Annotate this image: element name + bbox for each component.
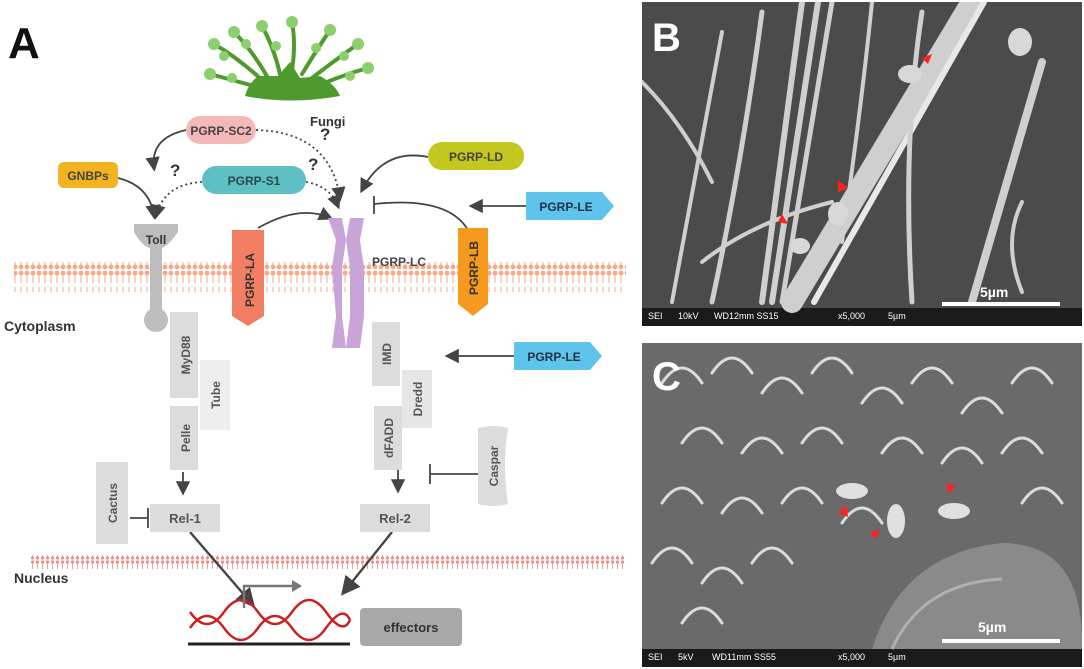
toll-receptor — [134, 224, 178, 332]
rel1-label: Rel-1 — [169, 511, 201, 526]
sem-b-working-distance: WD12mm SS15 — [714, 311, 779, 321]
sem-b-magnification: x5,000 — [838, 311, 866, 321]
pgrp-le-mid-label: PGRP-LE — [527, 350, 580, 364]
nuclear-membrane — [30, 555, 626, 569]
pgrp-lb-label: PGRP-LB — [467, 241, 481, 295]
pgrp-lc-label: PGRP-LC — [372, 255, 426, 269]
tube-label: Tube — [209, 381, 223, 409]
pgrp-le-top-label: PGRP-LE — [539, 200, 592, 214]
pgrp-s1-node — [202, 166, 306, 194]
signaling-pathway-diagram: A Fungi Cytoplasm Nucleus — [4, 16, 626, 646]
pgrp-le-mid-node — [514, 342, 602, 370]
rel2-node — [360, 504, 430, 532]
panel-a-label: A — [8, 19, 40, 68]
panel-b-label: B — [652, 16, 681, 60]
myd88-node — [170, 312, 198, 398]
pgrp-lc-receptor — [328, 218, 364, 348]
pelle-label: Pelle — [179, 424, 193, 452]
sem-c-scale-bar — [942, 639, 1060, 643]
pgrp-la-label: PGRP-LA — [243, 253, 257, 307]
tube-node — [200, 360, 230, 430]
dfadd-node — [374, 406, 402, 470]
sem-image-b — [642, 2, 1082, 326]
myd88-label: MyD88 — [179, 335, 193, 374]
sem-b-detector: SEI — [648, 311, 663, 321]
cactus-node — [96, 462, 128, 544]
caspar-label: Caspar — [487, 445, 501, 486]
sem-b-scale-label: 5µm — [980, 284, 1009, 300]
question-mark-3: ? — [308, 155, 318, 174]
sem-c-scale-text: 5µm — [888, 652, 906, 662]
pgrp-ld-node — [428, 142, 524, 170]
sem-image-c — [642, 343, 1082, 667]
pgrp-ld-label: PGRP-LD — [449, 150, 503, 164]
panel-c-label: C — [652, 355, 681, 399]
nucleus-label: Nucleus — [14, 570, 69, 586]
pgrp-sc2-node — [186, 116, 256, 144]
sem-c-detector: SEI — [648, 652, 663, 662]
sem-micrograph-b: B SEI 10kV WD12mm SS15 x5,000 5µm 5µm — [642, 2, 1082, 326]
dfadd-label: dFADD — [382, 418, 396, 458]
question-mark-1: ? — [320, 125, 330, 144]
pgrp-le-top-node — [526, 192, 614, 220]
cytoplasm-label: Cytoplasm — [4, 318, 76, 334]
pgrp-sc2-label: PGRP-SC2 — [190, 124, 252, 138]
toll-label: Toll — [146, 233, 166, 247]
sem-c-scale-label: 5µm — [978, 619, 1007, 635]
sem-b-scale-text: 5µm — [888, 311, 906, 321]
sem-b-voltage: 10kV — [678, 311, 699, 321]
cactus-label: Cactus — [106, 483, 120, 523]
sem-c-voltage: 5kV — [678, 652, 694, 662]
cell-membrane — [14, 262, 626, 292]
imd-label: IMD — [380, 343, 394, 365]
caspar-node — [478, 426, 508, 506]
pgrp-la-node — [232, 230, 264, 326]
sem-c-working-distance: WD11mm SS55 — [712, 652, 776, 662]
gnbps-node — [58, 162, 118, 188]
dredd-label: Dredd — [411, 382, 425, 417]
sem-c-magnification: x5,000 — [838, 652, 866, 662]
imd-node — [372, 322, 400, 386]
rel1-node — [150, 504, 220, 532]
rel2-label: Rel-2 — [379, 511, 411, 526]
fungi-icon — [204, 16, 374, 101]
effectors-label: effectors — [384, 620, 439, 635]
dredd-node — [402, 370, 432, 428]
fungi-label: Fungi — [310, 114, 345, 129]
question-mark-2: ? — [170, 161, 180, 180]
sem-b-scale-bar — [942, 302, 1060, 306]
pgrp-s1-label: PGRP-S1 — [228, 174, 281, 188]
pgrp-lb-node — [458, 228, 488, 316]
effectors-node — [360, 608, 462, 646]
pelle-node — [170, 406, 198, 470]
dna-helix-icon — [188, 580, 352, 646]
gnbps-label: GNBPs — [67, 169, 109, 183]
sem-micrograph-c: C SEI 5kV WD11mm SS55 x5,000 5µm 5µm — [642, 343, 1082, 667]
